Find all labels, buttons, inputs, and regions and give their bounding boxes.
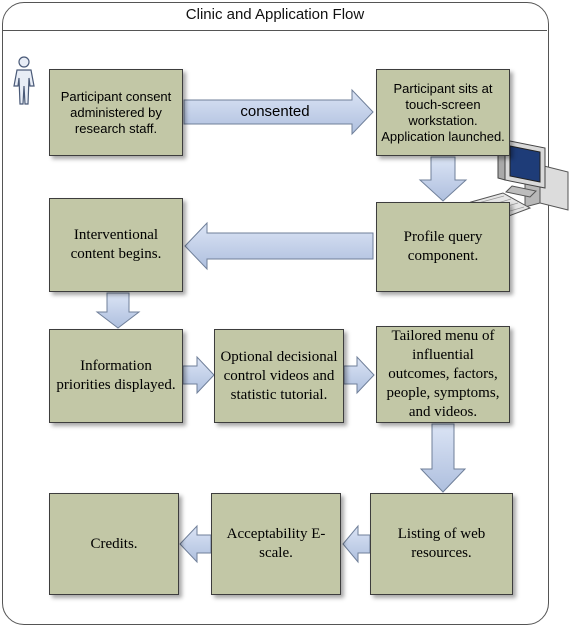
person-icon [13,56,35,105]
arrow-priorities-to-optional [182,355,215,395]
arrow-tailored-to-listing [419,423,467,493]
arrow-interventional-to-priorities [95,292,141,329]
title-divider [3,30,547,31]
node-interventional: Interventional content begins. [49,198,183,292]
node-workstation: Participant sits at touch-screen worksta… [376,69,510,156]
diagram-title: Clinic and Application Flow [185,6,365,23]
node-acceptability: Acceptability E-scale. [211,493,341,595]
arrow-optional-to-tailored [343,355,375,395]
node-profile: Profile query component. [376,202,510,292]
node-optional: Optional decisional control videos and s… [214,329,344,423]
arrow-listing-to-acceptability [342,524,371,564]
node-listing: Listing of web resources. [370,493,513,595]
arrow-consent-to-workstation [183,88,374,136]
arrow-acceptability-to-credits [179,524,212,564]
node-consent: Participant consent administered by rese… [49,69,183,156]
node-credits: Credits. [49,493,179,595]
node-tailored: Tailored menu of influential outcomes, f… [376,326,510,423]
arrow-workstation-to-profile [418,156,468,202]
edge-label-consented: consented [240,103,310,120]
arrow-profile-to-interventional [184,221,374,271]
node-priorities: Information priorities displayed. [49,329,183,423]
